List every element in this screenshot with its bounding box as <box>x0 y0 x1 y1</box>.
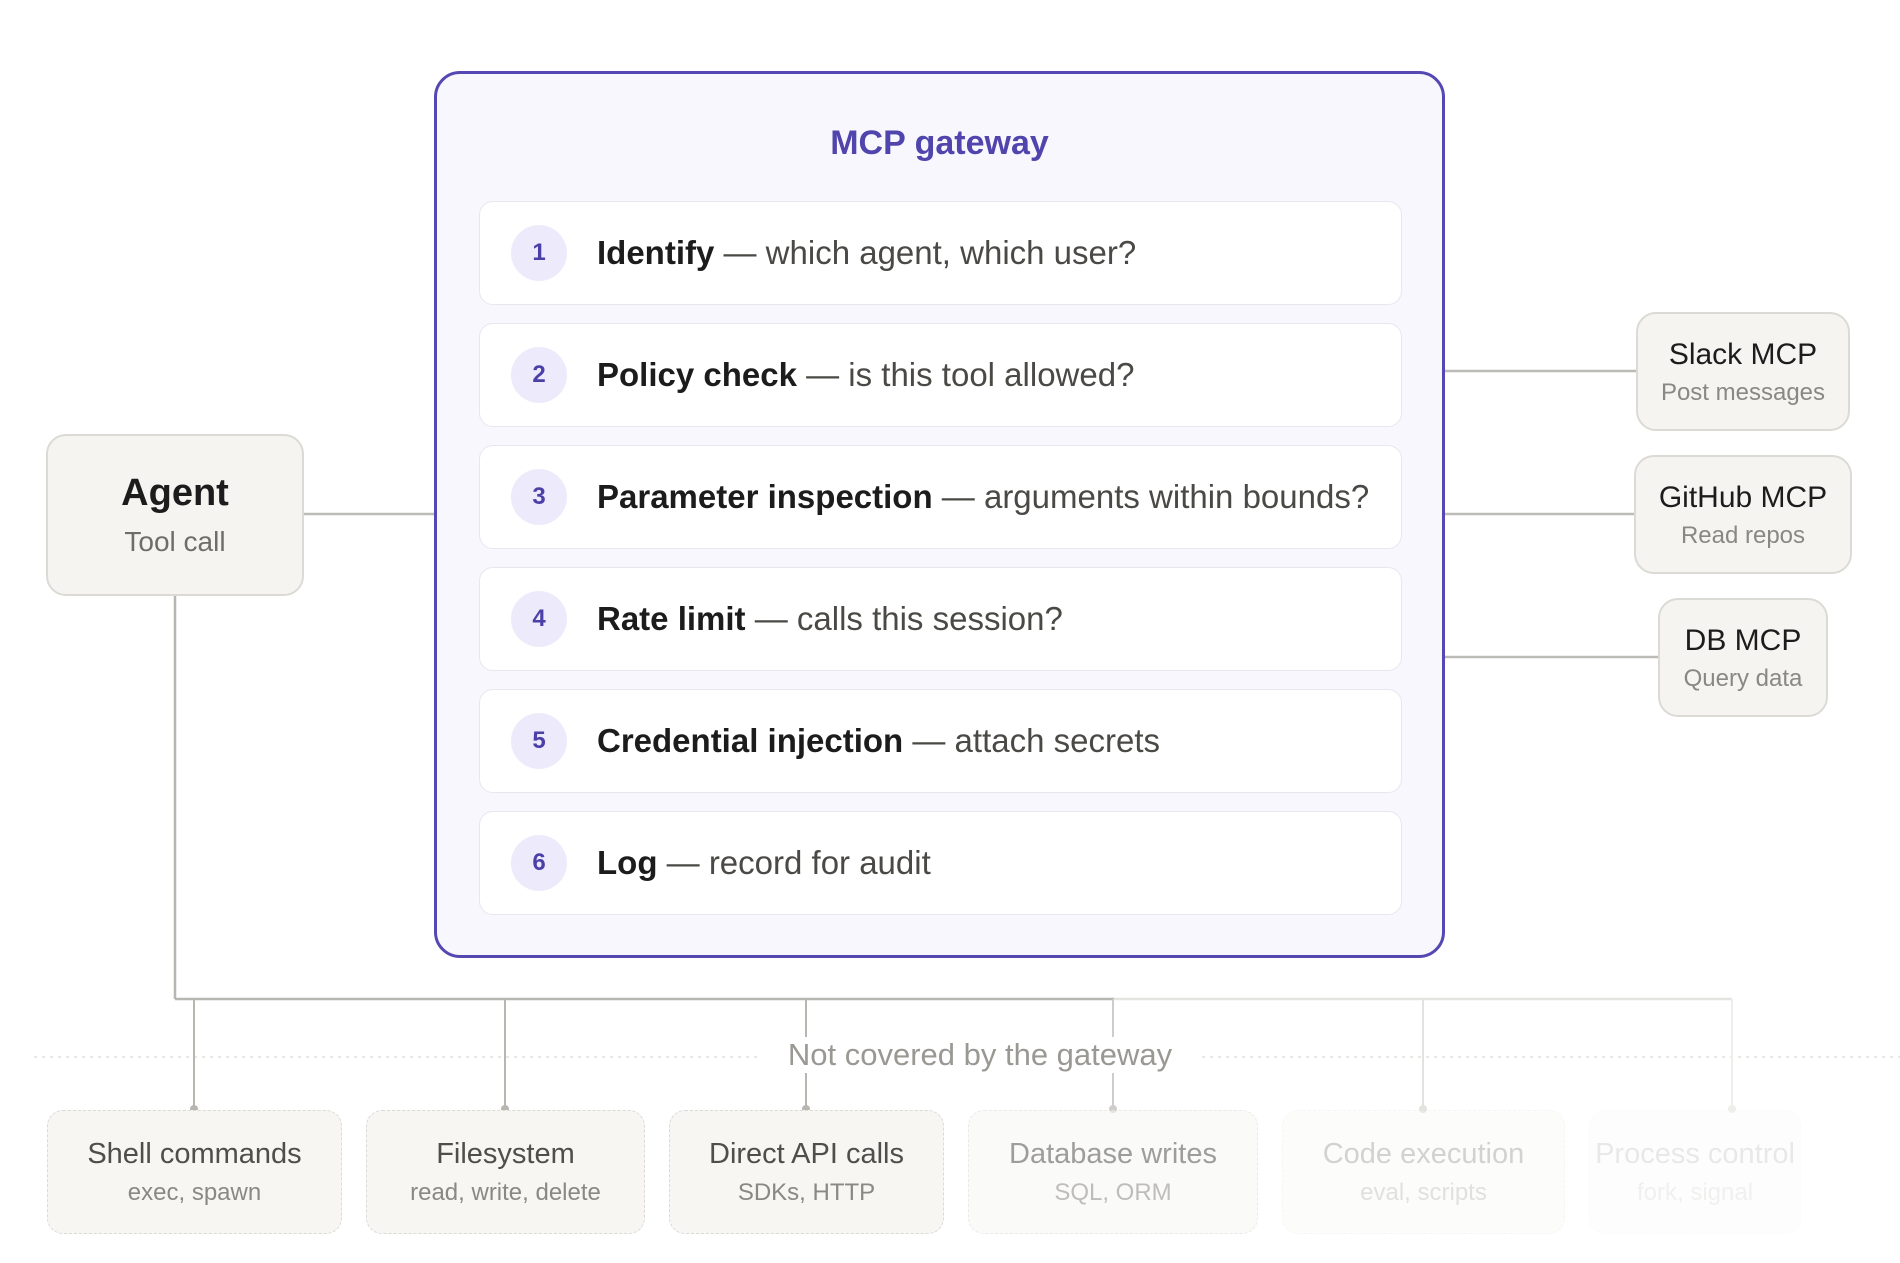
step-number-badge: 1 <box>511 225 567 281</box>
db-mcp-node[interactable]: DB MCP Query data <box>1658 598 1828 717</box>
step-number-badge: 6 <box>511 835 567 891</box>
not-covered-process-control[interactable]: Process control fork, signal <box>1589 1110 1801 1234</box>
not-covered-code-execution[interactable]: Code execution eval, scripts <box>1282 1110 1565 1234</box>
gateway-step-rate-limit[interactable]: 4 Rate limit — calls this session? <box>479 567 1402 671</box>
gateway-title: MCP gateway <box>830 124 1049 162</box>
gateway-step-log[interactable]: 6 Log — record for audit <box>479 811 1402 915</box>
step-name: Credential injection <box>597 722 904 759</box>
not-covered-database-writes[interactable]: Database writes SQL, ORM <box>968 1110 1258 1234</box>
item-title: Direct API calls <box>709 1137 904 1170</box>
slack-mcp-node[interactable]: Slack MCP Post messages <box>1636 312 1850 431</box>
github-mcp-node[interactable]: GitHub MCP Read repos <box>1634 455 1852 574</box>
step-number-badge: 4 <box>511 591 567 647</box>
item-title: Code execution <box>1322 1137 1525 1170</box>
server-title: DB MCP <box>1684 623 1802 657</box>
step-description: — attach secrets <box>903 722 1160 759</box>
item-title: Shell commands <box>87 1137 302 1170</box>
not-covered-label: Not covered by the gateway <box>760 1037 1200 1073</box>
agent-node[interactable]: Agent Tool call <box>46 434 304 596</box>
mcp-gateway[interactable]: MCP gateway 1 Identify — which agent, wh… <box>434 71 1445 958</box>
item-subtitle: exec, spawn <box>127 1178 262 1206</box>
step-number-badge: 3 <box>511 469 567 525</box>
server-subtitle: Query data <box>1683 664 1803 692</box>
step-name: Log <box>597 844 658 881</box>
gateway-step-identify[interactable]: 1 Identify — which agent, which user? <box>479 201 1402 305</box>
step-description: — is this tool allowed? <box>796 356 1135 393</box>
step-number-badge: 2 <box>511 347 567 403</box>
step-name: Policy check <box>597 356 797 393</box>
item-subtitle: SDKs, HTTP <box>737 1178 876 1206</box>
step-description: — calls this session? <box>745 600 1063 637</box>
not-covered-direct-api-calls[interactable]: Direct API calls SDKs, HTTP <box>669 1110 944 1234</box>
server-subtitle: Post messages <box>1660 378 1826 406</box>
step-name: Rate limit <box>597 600 746 637</box>
item-subtitle: eval, scripts <box>1360 1178 1487 1206</box>
step-description: — arguments within bounds? <box>932 478 1370 515</box>
not-covered-filesystem[interactable]: Filesystem read, write, delete <box>366 1110 645 1234</box>
item-subtitle: SQL, ORM <box>1054 1178 1172 1206</box>
step-description: — which agent, which user? <box>714 234 1137 271</box>
item-subtitle: fork, signal <box>1636 1178 1754 1206</box>
server-subtitle: Read repos <box>1680 521 1806 549</box>
item-title: Filesystem <box>436 1137 575 1170</box>
server-title: GitHub MCP <box>1658 480 1828 514</box>
gateway-step-credential-injection[interactable]: 5 Credential injection — attach secrets <box>479 689 1402 793</box>
item-title: Database writes <box>1009 1137 1217 1170</box>
step-number-badge: 5 <box>511 713 567 769</box>
not-covered-shell-commands[interactable]: Shell commands exec, spawn <box>47 1110 342 1234</box>
step-name: Parameter inspection <box>597 478 933 515</box>
agent-title: Agent <box>121 472 229 515</box>
item-title: Process control <box>1595 1137 1795 1170</box>
server-title: Slack MCP <box>1668 337 1818 371</box>
agent-subtitle: Tool call <box>124 525 226 557</box>
item-subtitle: read, write, delete <box>410 1178 601 1206</box>
gateway-step-parameter-inspection[interactable]: 3 Parameter inspection — arguments withi… <box>479 445 1402 549</box>
gateway-step-policy-check[interactable]: 2 Policy check — is this tool allowed? <box>479 323 1402 427</box>
step-name: Identify <box>597 234 715 271</box>
step-description: — record for audit <box>657 844 931 881</box>
